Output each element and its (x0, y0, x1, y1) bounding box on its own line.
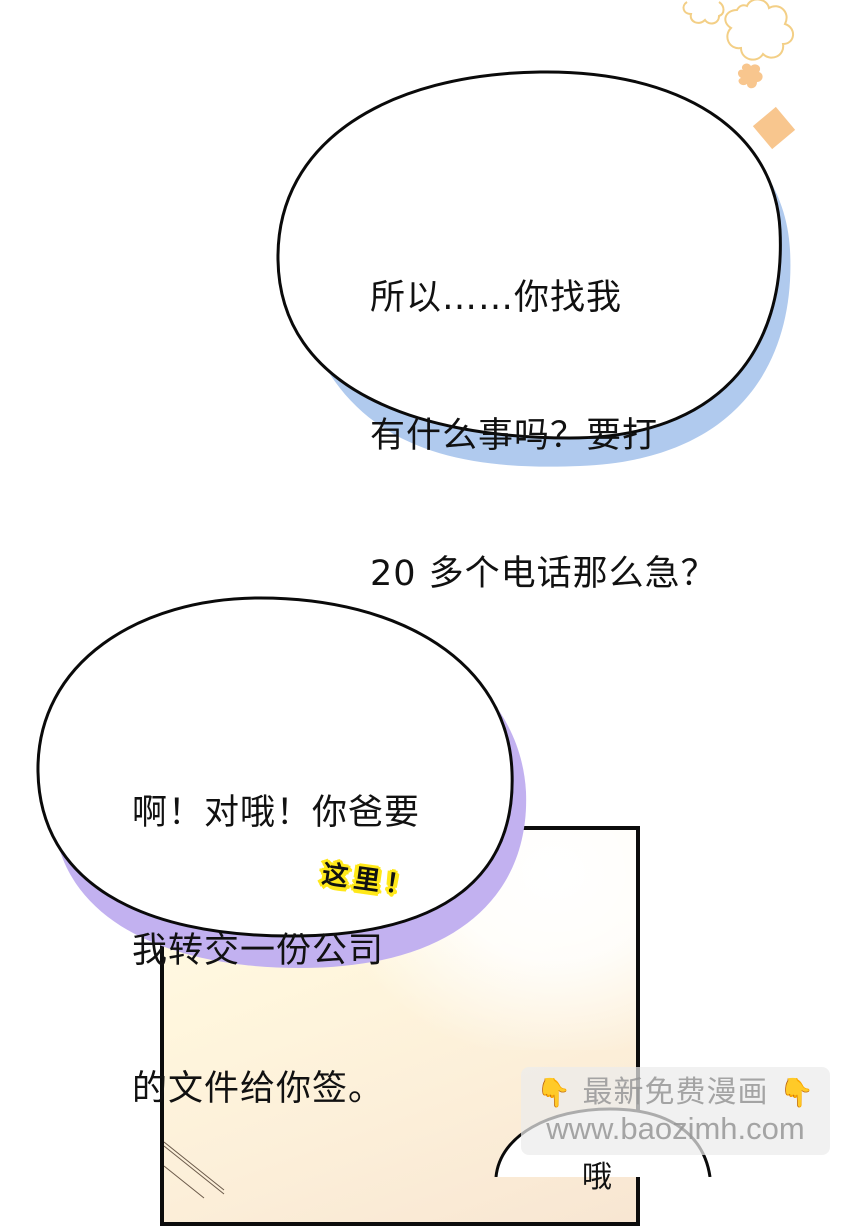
speech-line: 的文件给你签。 (132, 1069, 385, 1109)
watermark-url-link[interactable]: www.baozimh.com (546, 1111, 805, 1146)
speech-text-bottom: 啊！对哦！你爸要 我转交一份公司 的文件给你签。 (132, 698, 420, 1158)
speech-bubble-top (270, 60, 810, 480)
speech-line: 20 多个电话那么急？ (370, 554, 717, 594)
speech-bubble-shape-icon (36, 596, 527, 968)
speech-bubble-bottom (30, 592, 540, 972)
pointing-down-hand-icon: 👇 (779, 1076, 815, 1109)
speech-bubble-shape-icon (276, 70, 791, 467)
speech-line: 我转交一份公司 (132, 931, 385, 971)
speech-text-top: 所以……你找我 有什么事吗？要打 20 多个电话那么急？ (370, 183, 717, 643)
watermark-line-1: 👇 最新免费漫画 👇 (521, 1075, 830, 1111)
speech-line: 有什么事吗？要打 (370, 416, 659, 456)
flower-decoration-icon (682, 0, 796, 150)
speech-line: 所以……你找我 (370, 278, 623, 318)
pointing-down-hand-icon: 👇 (536, 1076, 572, 1109)
watermark-title: 最新免费漫画 (582, 1075, 769, 1110)
speech-line: 啊！对哦！你爸要 (132, 793, 421, 833)
watermark-banner[interactable]: 👇 最新免费漫画 👇 www.baozimh.com (521, 1067, 830, 1155)
speech-text-partial: 哦 (582, 1160, 612, 1195)
decoration-group (675, 0, 850, 160)
